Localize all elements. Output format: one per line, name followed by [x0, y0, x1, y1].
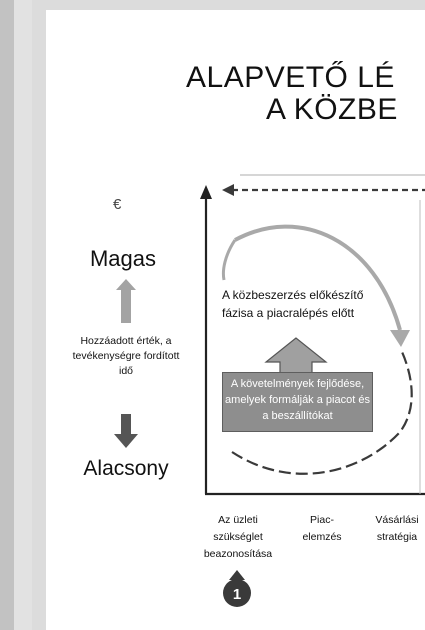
phase-1-label: Az üzleti szükséglet beazonosítása — [203, 514, 273, 560]
requirements-box: A követelmények fejlődése, amelyek formá… — [222, 372, 373, 432]
euro-icon: € — [113, 196, 122, 213]
slide-canvas — [46, 10, 425, 630]
gray-arc-arrow — [234, 224, 402, 331]
phase-2-label: Piac- elemzés — [302, 514, 342, 543]
low-label: Alacsony — [83, 457, 169, 480]
lower-dashed-arc — [231, 351, 413, 475]
phase-1-badge: 1 — [223, 570, 251, 607]
left-arc-segment — [221, 239, 237, 281]
phase-1-number: 1 — [233, 586, 241, 603]
left-sidebar-rail — [0, 0, 14, 630]
phase-3-label: Vásárlási stratégia — [375, 514, 419, 543]
title-line-1: ALAPVETŐ LÉ — [186, 61, 395, 94]
page-title: ALAPVETŐ LÉ A KÖZBE — [186, 62, 425, 126]
top-dashed-arrowhead — [222, 184, 234, 196]
high-label: Magas — [89, 246, 157, 271]
prep-phase-text: A közbeszerzés előkészítő fázisa a piacr… — [222, 288, 364, 320]
gray-arc-arrowhead — [390, 330, 410, 347]
sidebar-gap — [14, 0, 32, 630]
box-up-arrow — [264, 337, 328, 375]
high-up-arrow — [116, 279, 136, 323]
low-down-arrow — [114, 414, 138, 448]
title-line-2: A KÖZBE — [266, 93, 398, 126]
y-axis-arrowhead — [200, 185, 212, 199]
added-value-label: Hozzáadott érték, a tevékenységre fordít… — [72, 335, 180, 377]
